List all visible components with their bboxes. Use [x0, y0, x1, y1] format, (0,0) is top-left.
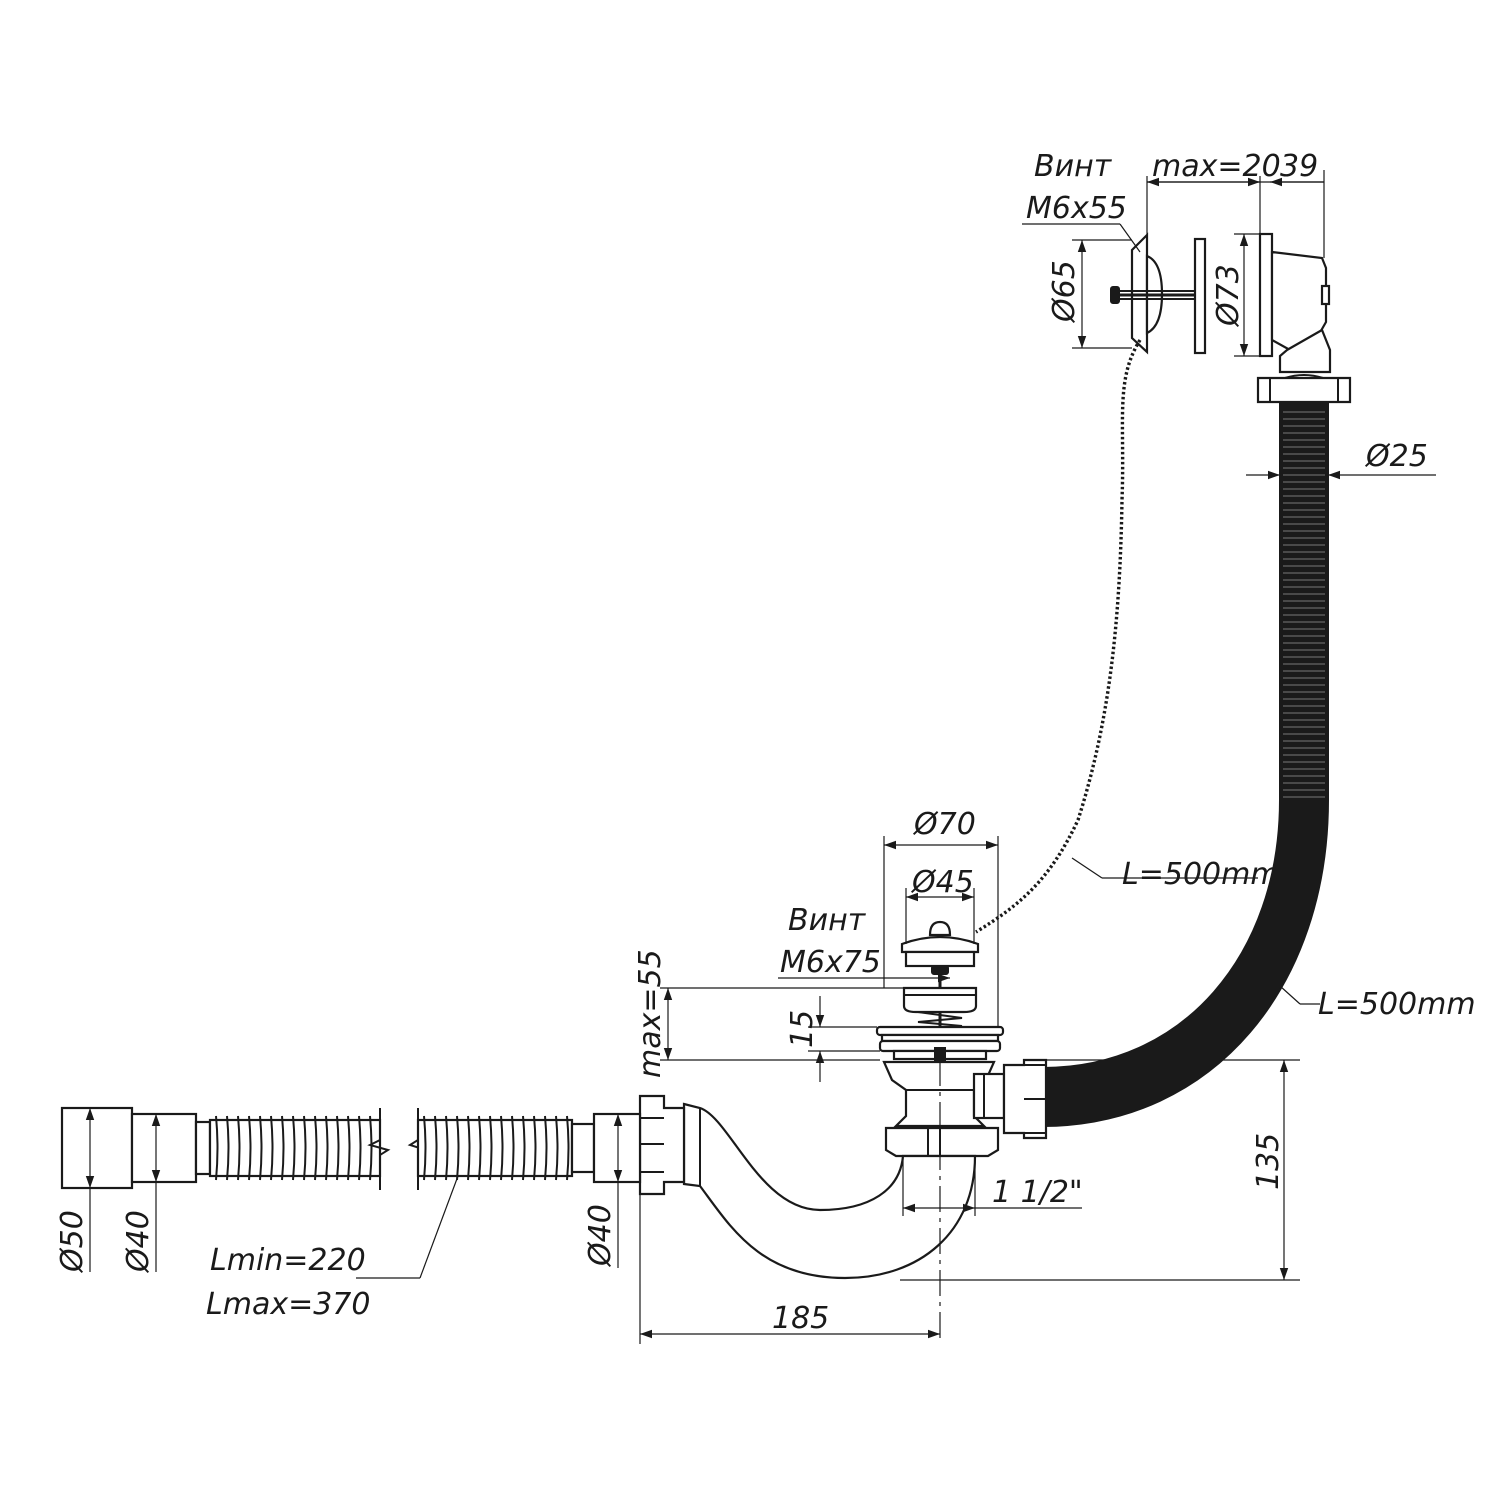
label-thread: 1 1/2": [992, 1175, 1083, 1210]
label-max-55: max=55: [633, 949, 668, 1078]
drain-assembly: [875, 920, 1048, 1158]
dimensions: [85, 170, 1436, 1344]
drain-flange: [875, 1025, 1005, 1037]
label-chain-length: L=500mm: [1122, 857, 1280, 892]
overflow-hose: [1042, 401, 1329, 1128]
corrugation-rib: [303, 1115, 307, 1181]
label-max-20: max=20: [1152, 149, 1281, 184]
corrugation-rib: [292, 1115, 296, 1181]
label-dia-40-right: Ø40: [583, 1204, 618, 1268]
bath-wall-section: [1193, 237, 1207, 355]
corrugation-rib: [478, 1115, 482, 1181]
corrugation-rib: [445, 1115, 449, 1181]
label-dia-40-left: Ø40: [121, 1210, 156, 1274]
label-135: 135: [1251, 1133, 1286, 1190]
label-dia-25: Ø25: [1364, 439, 1428, 474]
corrugation-rib: [369, 1115, 373, 1181]
siphon-trap: [638, 1094, 977, 1280]
corrugation-rib: [325, 1115, 329, 1181]
corrugation-rib: [489, 1115, 493, 1181]
label-dia-73: Ø73: [1211, 264, 1246, 328]
corrugation-rib: [511, 1115, 515, 1181]
corrugation-rib: [434, 1115, 438, 1181]
labels: Винт М6х55 max=20 39 Ø65 Ø73 Ø25 Ø70 Ø45…: [55, 149, 1476, 1336]
outlet-corrugation-right: [416, 1118, 574, 1178]
label-185: 185: [772, 1301, 829, 1336]
corrugation-rib: [555, 1115, 559, 1181]
corrugation-rib: [270, 1115, 274, 1181]
outlet-cuff: [60, 1106, 134, 1190]
corrugation-rib: [281, 1115, 285, 1181]
corrugation-rib: [226, 1115, 230, 1181]
corrugation-rib: [347, 1115, 351, 1181]
label-dia-65: Ø65: [1047, 260, 1082, 324]
overflow-elbow: [1278, 328, 1332, 374]
corrugation-rib: [259, 1115, 263, 1181]
corrugation-rib: [248, 1115, 252, 1181]
drain-nut: [884, 1126, 1000, 1158]
label-lmin: Lmin=220: [210, 1243, 366, 1278]
stopper-chain: [975, 339, 1142, 934]
overflow-screw-head: [1110, 286, 1120, 304]
label-lmax: Lmax=370: [206, 1287, 370, 1322]
label-screw-bottom-size: М6х75: [780, 945, 881, 980]
corrugation-rib: [544, 1115, 548, 1181]
label-screw-top-size: М6х55: [1026, 191, 1127, 226]
label-screw-top: Винт: [1034, 149, 1113, 184]
label-39: 39: [1280, 149, 1318, 184]
corrugation-rib: [423, 1115, 427, 1181]
outlet-pipe: [60, 1106, 642, 1190]
corrugation-rib: [358, 1115, 362, 1181]
corrugation-rib: [336, 1115, 340, 1181]
corrugation-rib: [314, 1115, 318, 1181]
drain-plug: [904, 950, 976, 968]
label-screw-bottom: Винт: [788, 903, 867, 938]
corrugation-rib: [456, 1115, 460, 1181]
overflow-hose-body: [1042, 401, 1329, 1128]
corrugation-rib: [215, 1115, 219, 1181]
siphon-tube: [682, 1102, 977, 1280]
label-dia-70: Ø70: [912, 807, 976, 842]
corrugation-rib: [566, 1115, 570, 1181]
label-dia-50: Ø50: [55, 1210, 90, 1274]
label-15: 15: [785, 1010, 820, 1048]
drain-strainer: [902, 986, 978, 1014]
overflow-nut: [1256, 376, 1352, 404]
drain-plug-top: [900, 935, 980, 954]
corrugation-rib: [467, 1115, 471, 1181]
label-dia-45: Ø45: [910, 865, 974, 900]
corrugation-rib: [533, 1115, 537, 1181]
drain-screw-head: [931, 965, 949, 975]
corrugation-rib: [522, 1115, 526, 1181]
overflow-flange: [1258, 232, 1274, 358]
corrugation-rib: [237, 1115, 241, 1181]
corrugation-rib: [500, 1115, 504, 1181]
drain-plug-knob: [928, 920, 952, 937]
drain-side-branch: [972, 1072, 1006, 1120]
label-hose-length: L=500mm: [1318, 987, 1476, 1022]
overflow-assembly: [1110, 232, 1352, 404]
